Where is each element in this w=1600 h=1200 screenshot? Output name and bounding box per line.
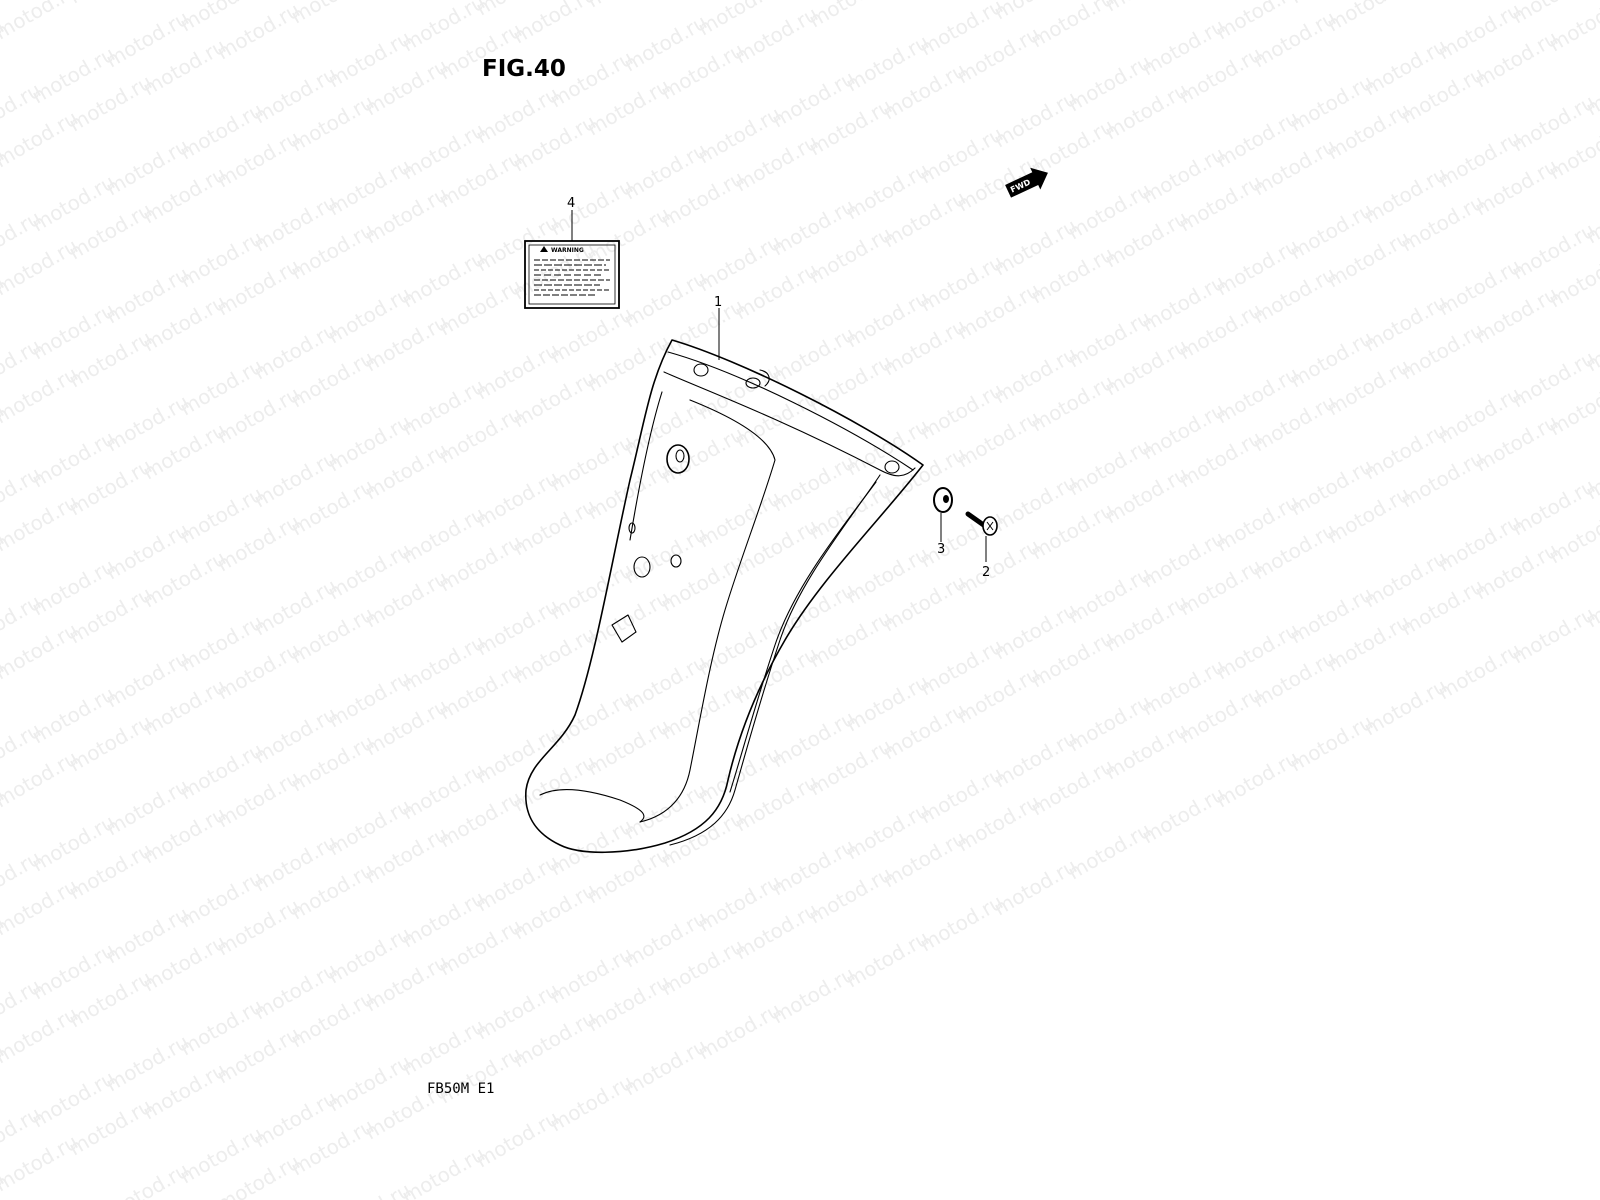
warning-label-part: WARNING bbox=[524, 240, 620, 309]
model-code: FB50M E1 bbox=[427, 1081, 494, 1097]
callout-2: 2 bbox=[982, 565, 990, 580]
warning-triangle-icon bbox=[540, 246, 548, 252]
screw-part bbox=[965, 511, 998, 536]
washer-part bbox=[933, 487, 953, 513]
callout-3: 3 bbox=[937, 542, 945, 557]
warning-label-heading: WARNING bbox=[551, 247, 584, 254]
fwd-arrow-icon: FWD bbox=[1005, 167, 1048, 198]
figure-title: FIG.40 bbox=[482, 56, 566, 82]
inner-fender-part bbox=[525, 339, 924, 854]
callout-1: 1 bbox=[714, 295, 722, 310]
warning-text-lines bbox=[534, 259, 610, 296]
callout-4: 4 bbox=[567, 196, 575, 211]
leader-lines bbox=[571, 210, 987, 562]
watermark-text: motod.ru bbox=[0, 1166, 8, 1200]
